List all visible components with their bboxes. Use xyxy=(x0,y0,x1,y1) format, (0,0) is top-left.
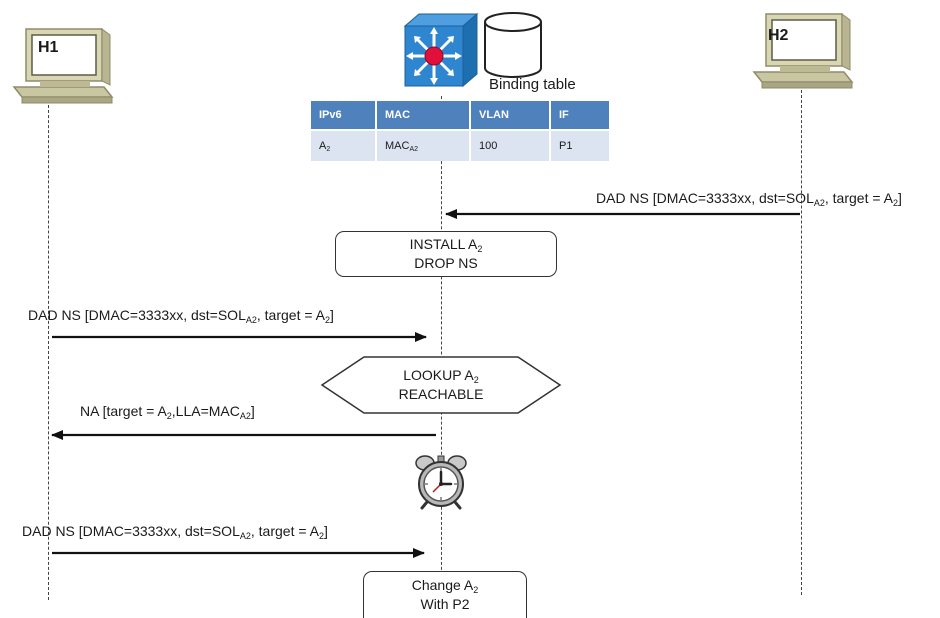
binding-table-label: Binding table xyxy=(489,76,576,93)
alarm-clock-icon xyxy=(415,455,467,510)
lookup-box-text: LOOKUP A2 REACHABLE xyxy=(320,366,562,404)
table-header-ipv6: IPv6 xyxy=(311,101,377,130)
change-box-line2: With P2 xyxy=(420,596,470,612)
message-dad-ns-from-h1-1: DAD NS [DMAC=3333xx, dst=SOLA2, target =… xyxy=(28,307,334,325)
h2-label: H2 xyxy=(768,27,789,44)
message-dad-ns-from-h2: DAD NS [DMAC=3333xx, dst=SOLA2, target =… xyxy=(596,190,902,208)
install-box: INSTALL A2 DROP NS xyxy=(335,231,557,277)
h1-label: H1 xyxy=(38,39,59,56)
h1-lifeline xyxy=(48,95,49,600)
table-cell-if: P1 xyxy=(550,129,611,161)
install-box-line2: DROP NS xyxy=(414,255,478,271)
h2-lifeline xyxy=(801,90,802,595)
computer-icon xyxy=(12,28,114,104)
table-cell-vlan: 100 xyxy=(470,129,551,161)
change-box-line1: Change A2 xyxy=(411,577,479,595)
lookup-hexagon xyxy=(320,356,562,414)
change-box: Change A2 With P2 xyxy=(363,571,527,618)
table-cell-mac: MACA2 xyxy=(376,129,471,161)
binding-table: IPv6 MAC VLAN IF A2 MACA2 100 P1 xyxy=(311,101,611,161)
table-header-row: IPv6 MAC VLAN IF xyxy=(311,101,611,130)
switch-lifeline xyxy=(441,96,442,615)
lookup-box-line1: LOOKUP A2 xyxy=(403,367,479,385)
table-cell-ipv6: A2 xyxy=(311,129,377,161)
lookup-box-line2: REACHABLE xyxy=(398,386,484,402)
message-dad-ns-from-h1-2: DAD NS [DMAC=3333xx, dst=SOLA2, target =… xyxy=(22,523,328,541)
table-header-vlan: VLAN xyxy=(470,101,551,130)
table-header-if: IF xyxy=(550,101,611,130)
message-na-to-h1: NA [target = A2,LLA=MACA2] xyxy=(80,403,255,421)
install-box-line1: INSTALL A2 xyxy=(409,236,483,254)
layer3-switch-icon xyxy=(403,12,479,88)
database-icon xyxy=(484,12,542,78)
table-header-mac: MAC xyxy=(376,101,471,130)
table-row: A2 MACA2 100 P1 xyxy=(311,129,611,161)
computer-icon xyxy=(752,13,854,89)
